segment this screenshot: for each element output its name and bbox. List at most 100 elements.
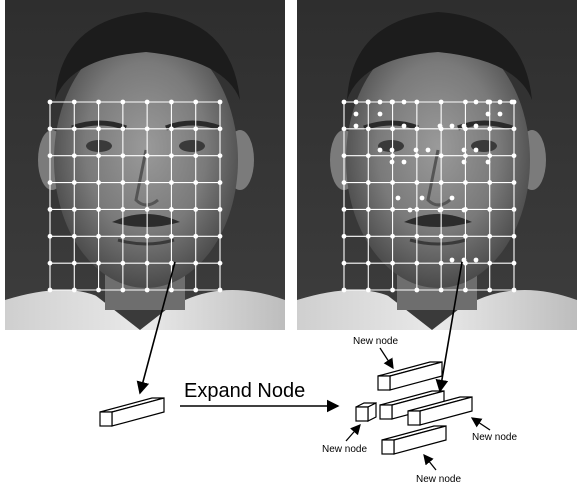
- grid-node: [48, 153, 53, 158]
- grid-node: [342, 288, 347, 293]
- grid-node: [390, 288, 395, 293]
- refined-node: [486, 160, 491, 165]
- grid-node: [96, 153, 101, 158]
- refined-node: [486, 112, 491, 117]
- grid-node: [96, 288, 101, 293]
- grid-node: [439, 100, 444, 105]
- refined-node: [462, 208, 467, 213]
- face-photo-left: [5, 0, 285, 330]
- grid-node: [342, 207, 347, 212]
- grid-node: [48, 180, 53, 185]
- grid-node: [218, 207, 223, 212]
- grid-node: [120, 207, 125, 212]
- grid-node: [487, 261, 492, 266]
- grid-node: [193, 180, 198, 185]
- grid-node: [145, 100, 150, 105]
- grid-node: [120, 126, 125, 131]
- refined-node: [498, 100, 503, 105]
- grid-node: [390, 126, 395, 131]
- grid-node: [120, 180, 125, 185]
- refined-node: [462, 124, 467, 129]
- grid-node: [120, 261, 125, 266]
- grid-node: [193, 100, 198, 105]
- grid-node: [96, 261, 101, 266]
- grid-node: [193, 288, 198, 293]
- grid-node: [169, 234, 174, 239]
- grid-node: [512, 207, 517, 212]
- grid-node: [48, 288, 53, 293]
- grid-node: [414, 261, 419, 266]
- grid-node: [145, 153, 150, 158]
- refined-node: [510, 100, 515, 105]
- grid-node: [487, 126, 492, 131]
- face-photo-right: [297, 0, 577, 330]
- grid-node: [463, 288, 468, 293]
- new-node-label-left: New node: [322, 444, 367, 455]
- grid-node: [218, 126, 223, 131]
- grid-node: [512, 126, 517, 131]
- refined-node: [366, 100, 371, 105]
- grid-node: [366, 207, 371, 212]
- grid-node: [463, 100, 468, 105]
- single-node: [100, 398, 164, 426]
- grid-node: [487, 288, 492, 293]
- refined-node: [390, 100, 395, 105]
- grid-node: [218, 261, 223, 266]
- grid-node: [145, 234, 150, 239]
- grid-node: [218, 288, 223, 293]
- refined-node: [498, 112, 503, 117]
- grid-node: [414, 207, 419, 212]
- grid-node: [366, 288, 371, 293]
- grid-node: [72, 153, 77, 158]
- grid-node: [512, 153, 517, 158]
- refined-node: [408, 208, 413, 213]
- new-node-pointer-right: [472, 418, 490, 430]
- grid-node: [512, 261, 517, 266]
- grid-node: [342, 234, 347, 239]
- grid-node: [366, 153, 371, 158]
- grid-node: [342, 180, 347, 185]
- grid-node: [72, 288, 77, 293]
- grid-node: [342, 100, 347, 105]
- grid-node: [487, 234, 492, 239]
- grid-node: [72, 180, 77, 185]
- grid-node: [439, 234, 444, 239]
- grid-node: [96, 126, 101, 131]
- new-node-pointer-bottom: [424, 455, 436, 470]
- expand-node-label: Expand Node: [184, 380, 305, 402]
- refined-node: [396, 196, 401, 201]
- refined-node: [414, 148, 419, 153]
- grid-node: [169, 207, 174, 212]
- grid-node: [169, 261, 174, 266]
- grid-node: [72, 100, 77, 105]
- grid-node: [193, 153, 198, 158]
- refined-node: [402, 160, 407, 165]
- grid-node: [169, 288, 174, 293]
- new-node-pointer-top: [380, 348, 393, 368]
- refined-node: [378, 100, 383, 105]
- grid-node: [169, 180, 174, 185]
- refined-node: [426, 148, 431, 153]
- grid-node: [72, 207, 77, 212]
- grid-node: [48, 100, 53, 105]
- grid-node: [414, 180, 419, 185]
- grid-node: [120, 288, 125, 293]
- grid-node: [218, 153, 223, 158]
- grid-node: [390, 207, 395, 212]
- refined-node: [462, 148, 467, 153]
- grid-node: [48, 207, 53, 212]
- grid-node: [414, 100, 419, 105]
- grid-node: [390, 261, 395, 266]
- grid-node: [145, 207, 150, 212]
- refined-node: [420, 196, 425, 201]
- refined-node: [450, 258, 455, 263]
- grid-node: [96, 180, 101, 185]
- grid-node: [145, 180, 150, 185]
- refined-node: [402, 124, 407, 129]
- refined-node: [438, 208, 443, 213]
- grid-node: [96, 100, 101, 105]
- grid-node: [487, 153, 492, 158]
- grid-node: [366, 234, 371, 239]
- refined-node: [354, 124, 359, 129]
- grid-node: [342, 153, 347, 158]
